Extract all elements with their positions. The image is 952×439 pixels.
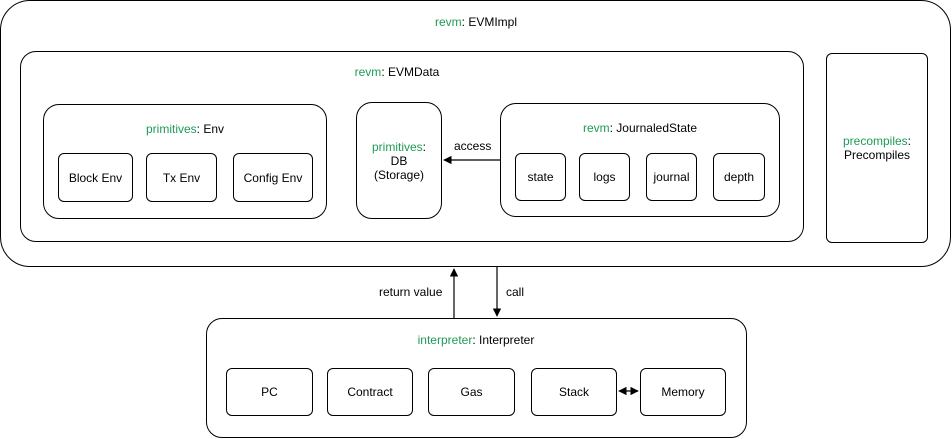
logs-label: logs	[593, 170, 616, 184]
contract-label: Contract	[347, 385, 393, 399]
evm-impl-name: : EVMImpl	[461, 15, 517, 29]
gas-label: Gas	[460, 385, 483, 399]
stack-label: Stack	[558, 385, 589, 399]
interpreter-memory: Memory	[640, 368, 726, 416]
edge-return-value-label: return value	[379, 285, 443, 299]
journaled-state-title: revm: JournaledState	[540, 121, 740, 135]
memory-label: Memory	[661, 385, 705, 399]
interpreter-gas: Gas	[428, 368, 515, 416]
interpreter-pc: PC	[226, 368, 313, 416]
edge-access-label: access	[454, 139, 492, 153]
env-tx-env: Tx Env	[146, 153, 217, 202]
edge-call-label: call	[506, 285, 525, 299]
evm-impl-namespace: revm	[434, 15, 462, 29]
precompiles-container: precompiles: Precompiles	[826, 53, 928, 243]
evm-data-title: revm: EVMData	[297, 65, 497, 79]
journal-label: journal	[653, 170, 690, 184]
journaled-state-namespace: revm	[582, 121, 610, 135]
state-label: state	[527, 170, 554, 184]
db-namespace: primitives	[371, 139, 423, 154]
env-tx-env-label: Tx Env	[162, 170, 201, 185]
env-config-env-label: Config Env	[243, 170, 303, 185]
env-title: primitives: Env	[85, 122, 285, 136]
db-storage: (Storage)	[373, 167, 425, 182]
journaled-state-name: : JournaledState	[609, 121, 698, 135]
db-colon: :	[422, 139, 426, 154]
interpreter-title: interpreter: Interpreter	[376, 333, 576, 347]
precompiles-name: Precompiles	[843, 148, 911, 162]
db-name: DB	[390, 153, 408, 168]
precompiles-colon: :	[907, 134, 912, 148]
db-container: primitives: DB (Storage)	[356, 102, 442, 219]
env-name: : Env	[196, 122, 225, 136]
env-block-env: Block Env	[58, 153, 133, 202]
pc-label: PC	[261, 385, 278, 399]
journaled-state-journal: journal	[646, 153, 697, 201]
journaled-state-depth: depth	[713, 153, 765, 201]
interpreter-name: : Interpreter	[472, 333, 535, 347]
interpreter-namespace: interpreter	[417, 333, 473, 347]
evm-impl-title: revm: EVMImpl	[376, 15, 576, 29]
interpreter-contract: Contract	[327, 368, 413, 416]
journaled-state-state: state	[515, 153, 566, 201]
env-config-env: Config Env	[233, 153, 313, 202]
interpreter-stack: Stack	[531, 368, 617, 416]
evm-data-namespace: revm	[354, 65, 382, 79]
journaled-state-logs: logs	[579, 153, 630, 201]
env-namespace: primitives	[145, 122, 197, 136]
evm-data-name: : EVMData	[381, 65, 440, 79]
env-block-env-label: Block Env	[68, 170, 123, 185]
precompiles-namespace: precompiles	[842, 134, 908, 148]
depth-label: depth	[723, 170, 755, 184]
